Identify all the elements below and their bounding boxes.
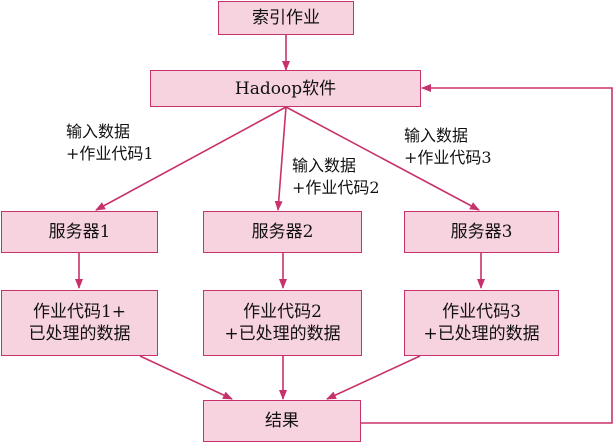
code1-label-line2: 已处理的数据 <box>28 324 131 344</box>
server2-node: 服务器2 <box>203 211 362 253</box>
edge-label-server2-line2: +作业代码2 <box>292 178 380 197</box>
code2-node: 作业代码2 +已处理的数据 <box>203 290 362 356</box>
edge-hadoop-to-server3 <box>285 106 480 211</box>
hadoop-node: Hadoop软件 <box>150 70 421 107</box>
edge-code3-to-result <box>326 355 421 400</box>
index-job-label: 索引作业 <box>252 8 320 28</box>
code1-label-line1: 作业代码1+ <box>32 302 127 322</box>
server1-node: 服务器1 <box>1 211 158 253</box>
code3-label-line1: 作业代码3 <box>442 302 521 322</box>
server3-label: 服务器3 <box>450 222 513 242</box>
edge-label-server1-line1: 输入数据 <box>66 122 131 141</box>
edge-hadoop-to-server2 <box>274 106 287 211</box>
edge-label-server2-line1: 输入数据 <box>292 156 357 175</box>
edge-label-server3-line2: +作业代码3 <box>404 148 492 167</box>
code2-label-line2: +已处理的数据 <box>224 324 341 344</box>
server2-label: 服务器2 <box>251 222 314 242</box>
code1-node: 作业代码1+ 已处理的数据 <box>1 290 158 356</box>
edge-label-server3: 输入数据 +作业代码3 <box>404 125 492 169</box>
edge-label-server2: 输入数据 +作业代码2 <box>292 155 380 199</box>
edge-label-server1-line2: +作业代码1 <box>66 144 154 163</box>
code3-label-line2: +已处理的数据 <box>423 324 540 344</box>
server1-label: 服务器1 <box>48 222 111 242</box>
code3-node: 作业代码3 +已处理的数据 <box>404 290 559 356</box>
index-job-node: 索引作业 <box>218 1 354 35</box>
edge-result-feedback-to-hadoop <box>361 84 613 424</box>
edge-label-server3-line1: 输入数据 <box>404 126 469 145</box>
result-label: 结果 <box>265 411 299 431</box>
code2-label-line1: 作业代码2 <box>243 302 322 322</box>
server3-node: 服务器3 <box>404 211 559 253</box>
edge-code1-to-result <box>139 355 233 400</box>
edge-hadoop-to-server1 <box>95 106 287 211</box>
edge-label-server1: 输入数据 +作业代码1 <box>66 121 154 165</box>
result-node: 结果 <box>203 400 361 442</box>
hadoop-label: Hadoop软件 <box>234 78 337 99</box>
